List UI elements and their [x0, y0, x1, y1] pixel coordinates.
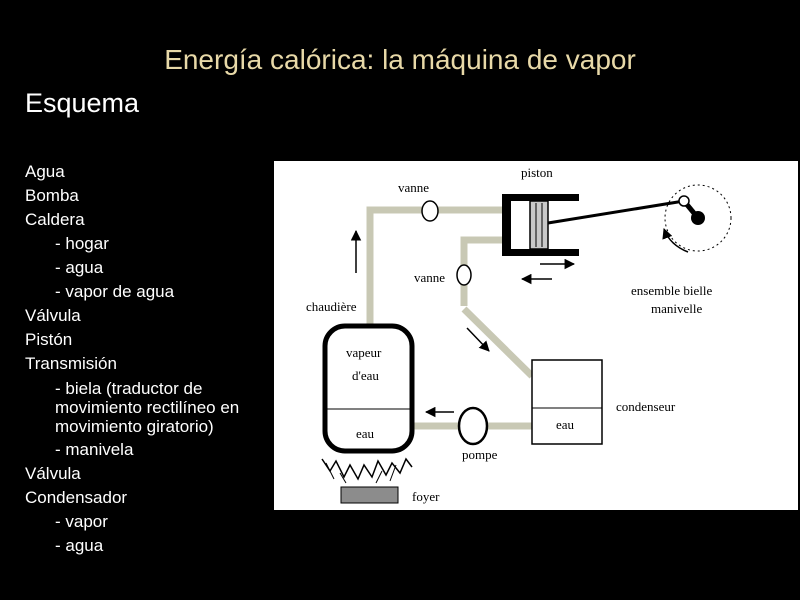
- label-piston: piston: [521, 165, 553, 180]
- list-item: - agua: [55, 258, 104, 277]
- label-manivelle: manivelle: [651, 301, 702, 316]
- crank-assembly: ensemble bielle manivelle: [547, 184, 732, 316]
- label-chaudiere: chaudière: [306, 299, 357, 314]
- label-vanne-top: vanne: [398, 180, 429, 195]
- cylinder: piston: [502, 165, 579, 256]
- list-item: - biela (traductor de movimiento rectilí…: [55, 379, 240, 436]
- valve-top: vanne: [398, 180, 439, 222]
- list-item: Condensador: [25, 488, 128, 507]
- label-ensemble-bielle: ensemble bielle: [631, 283, 712, 298]
- steam-engine-diagram: vapeur d'eau eau foyer pompe eau condens…: [274, 161, 798, 510]
- list-item: - vapor de agua: [55, 282, 175, 301]
- valve-mid: vanne: [414, 264, 472, 286]
- boiler: vapeur d'eau eau: [322, 323, 415, 454]
- label-eau-condenser: eau: [556, 417, 575, 432]
- condenser: eau condenseur: [531, 359, 676, 445]
- list-item: - manivela: [55, 440, 134, 459]
- slide-title: Energía calórica: la máquina de vapor: [164, 44, 636, 75]
- component-list: Agua Bomba Caldera - hogar - agua - vapo…: [25, 160, 280, 558]
- list-item: - agua: [55, 536, 104, 555]
- label-pompe: pompe: [462, 447, 498, 462]
- list-item: Caldera: [25, 210, 85, 229]
- label-eau-boiler: eau: [356, 426, 375, 441]
- connecting-rod: [547, 199, 685, 225]
- list-item: Transmisión: [25, 354, 117, 373]
- label-vapeur: vapeur: [346, 345, 382, 360]
- label-deau: d'eau: [352, 368, 379, 383]
- arrow-diagonal-icon: [466, 327, 490, 352]
- flames-icon: [321, 457, 413, 481]
- list-item: - vapor: [55, 512, 108, 531]
- diagram-svg: vapeur d'eau eau foyer pompe eau condens…: [306, 165, 732, 504]
- hearth: foyer: [321, 457, 440, 504]
- label-condenseur: condenseur: [616, 399, 676, 414]
- list-item: Válvula: [25, 306, 81, 325]
- rotation-arrow-icon: [662, 228, 689, 253]
- steam-pipe-top: [366, 206, 502, 326]
- pump: pompe: [457, 406, 498, 462]
- condenser-pipe: [461, 306, 535, 379]
- slide-subtitle: Esquema: [25, 88, 140, 118]
- list-item: - hogar: [55, 234, 109, 253]
- list-item: Bomba: [25, 186, 79, 205]
- list-item: Válvula: [25, 464, 81, 483]
- label-foyer: foyer: [412, 489, 440, 504]
- list-item: Pistón: [25, 330, 73, 349]
- label-vanne-mid: vanne: [414, 270, 445, 285]
- flow-arrows: [350, 228, 689, 418]
- list-item: Agua: [25, 162, 65, 181]
